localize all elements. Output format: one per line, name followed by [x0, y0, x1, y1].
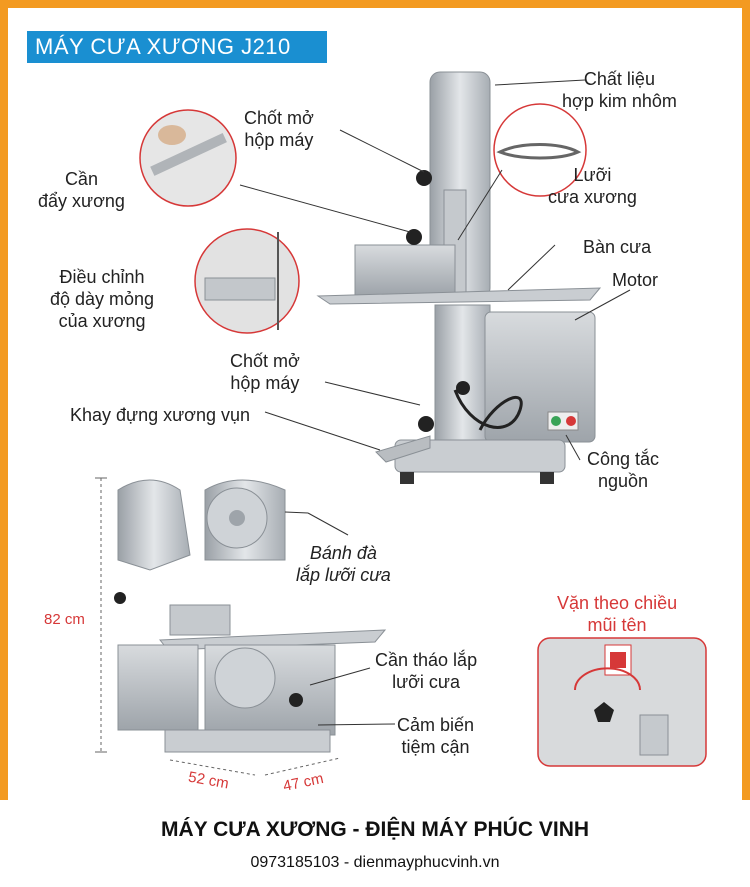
- callout-lines-top: [239, 79, 631, 461]
- callout-lines-bottom: [284, 511, 396, 726]
- inset-lever: [139, 109, 237, 207]
- open-machine: [114, 479, 387, 753]
- product-title-badge: MÁY CƯA XƯƠNG J210: [27, 31, 327, 63]
- inset-thickness: [194, 228, 300, 334]
- machine-illustration: [95, 71, 707, 776]
- knob-inset: [537, 637, 707, 767]
- dimension-lines: [95, 477, 341, 776]
- label-scrap-tray: Khay đựng xương vụn: [70, 405, 251, 425]
- footer-title: MÁY CƯA XƯƠNG - ĐIỆN MÁY PHÚC VINH: [160, 818, 590, 841]
- label-motor: Motor: [612, 270, 659, 290]
- footer-contact: 0973185103 - dienmayphucvinh.vn: [250, 854, 500, 871]
- inset-blade: [493, 103, 587, 197]
- dimension-height: 82 cm: [44, 611, 85, 628]
- main-machine: [316, 71, 602, 484]
- label-saw-table: Bàn cưa: [583, 237, 652, 257]
